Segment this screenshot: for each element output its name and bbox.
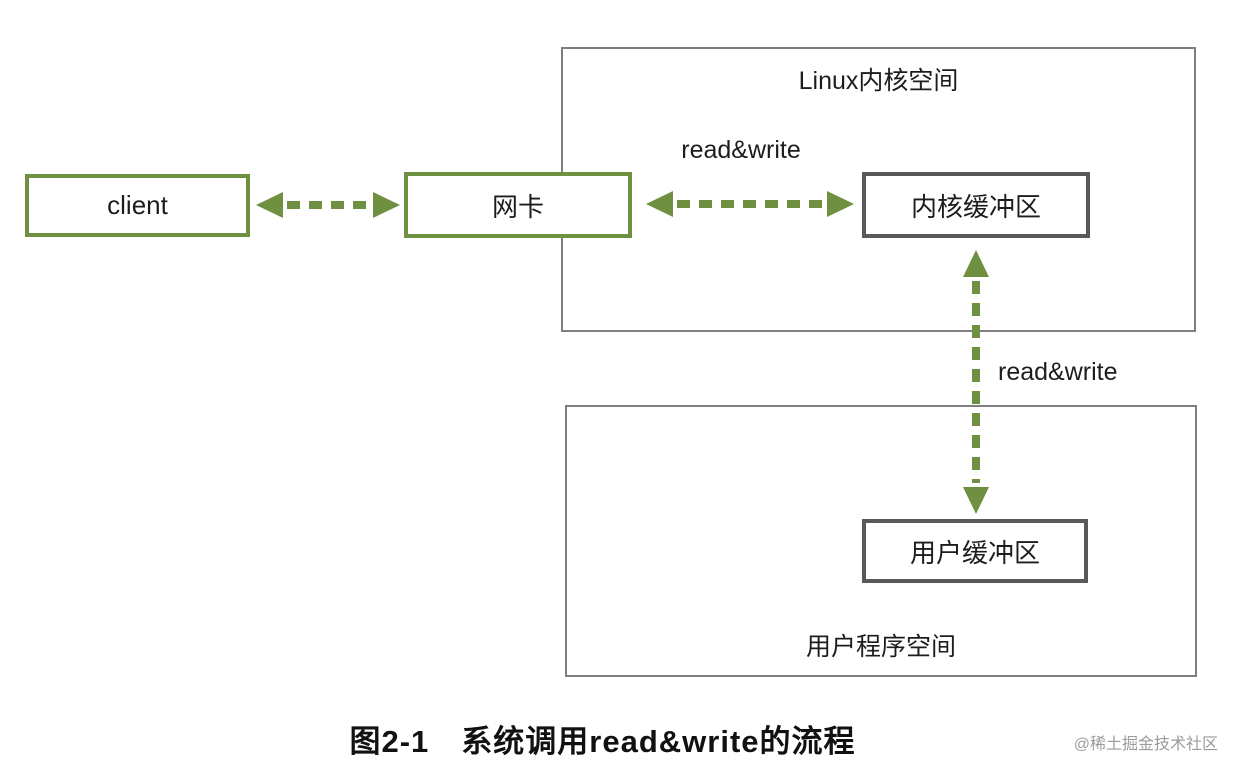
watermark: @稀土掘金技术社区 [1073, 736, 1218, 753]
user-buffer-box: 用户缓冲区 [862, 519, 1088, 583]
arrowhead-top [963, 250, 989, 277]
arrowhead-right [373, 192, 400, 218]
arrow-kernel-buffer-user-buffer [963, 250, 989, 514]
user-space-container: 用户程序空间 [565, 405, 1197, 677]
arrowhead-left [646, 191, 673, 217]
arrow-nic-kernel-buffer [646, 191, 854, 217]
arrowhead-left [256, 192, 283, 218]
kernel-space-label: Linux内核空间 [798, 67, 959, 95]
user-space-label: 用户程序空间 [805, 633, 956, 661]
kernel-buffer-box: 内核缓冲区 [862, 172, 1090, 238]
arrowhead-bottom [963, 487, 989, 514]
figure-caption: 图2-1 系统调用read&write的流程 [349, 724, 856, 759]
nic-box: 网卡 [404, 172, 632, 238]
read-write-label-middle: read&write [998, 358, 1118, 386]
arrow-client-nic [256, 192, 400, 218]
read-write-label-top: read&write [681, 136, 801, 164]
client-box: client [25, 174, 250, 237]
arrowhead-right [827, 191, 854, 217]
